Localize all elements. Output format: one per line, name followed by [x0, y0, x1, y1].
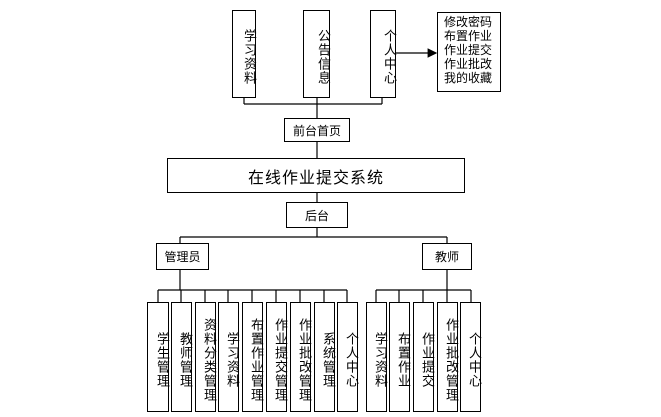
personal-center-submenu: 修改密码 布置作业 作业提交 作业批改 我的收藏 — [437, 12, 501, 92]
front-home-node: 前台首页 — [284, 118, 350, 142]
teacher-item-assign-homework: 布置作业 — [389, 302, 410, 412]
admin-item-material-category-management: 资料分类管理 — [195, 302, 216, 412]
admin-item-personal-center: 个人中心 — [337, 302, 358, 412]
admin-item-grading-management: 作业批改管理 — [290, 302, 311, 412]
submenu-item: 修改密码 — [444, 15, 493, 29]
teacher-item-grading-management: 作业批改管理 — [437, 302, 458, 412]
front-item-announcements: 公告信息 — [303, 10, 330, 98]
admin-item-study-materials: 学习资料 — [218, 302, 239, 412]
submenu-item: 作业提交 — [444, 43, 493, 57]
submenu-item: 布置作业 — [444, 29, 493, 43]
admin-item-assignment-management: 布置作业管理 — [242, 302, 263, 412]
admin-node: 管理员 — [156, 243, 209, 270]
admin-item-system-management: 系统管理 — [314, 302, 335, 412]
teacher-item-study-materials: 学习资料 — [366, 302, 387, 412]
submenu-item: 作业批改 — [444, 57, 493, 71]
backend-node: 后台 — [286, 202, 348, 228]
teacher-item-homework-submission: 作业提交 — [413, 302, 434, 412]
front-item-study-materials: 学习资料 — [232, 10, 256, 98]
teacher-item-personal-center: 个人中心 — [460, 302, 481, 412]
submenu-item: 我的收藏 — [444, 71, 493, 85]
teacher-node: 教师 — [422, 243, 472, 270]
admin-item-submission-management: 作业提交管理 — [266, 302, 287, 412]
system-title-node: 在线作业提交系统 — [167, 158, 465, 193]
front-item-personal-center: 个人中心 — [370, 10, 396, 98]
admin-item-teacher-management: 教师管理 — [171, 302, 192, 412]
admin-item-student-management: 学生管理 — [147, 302, 169, 412]
